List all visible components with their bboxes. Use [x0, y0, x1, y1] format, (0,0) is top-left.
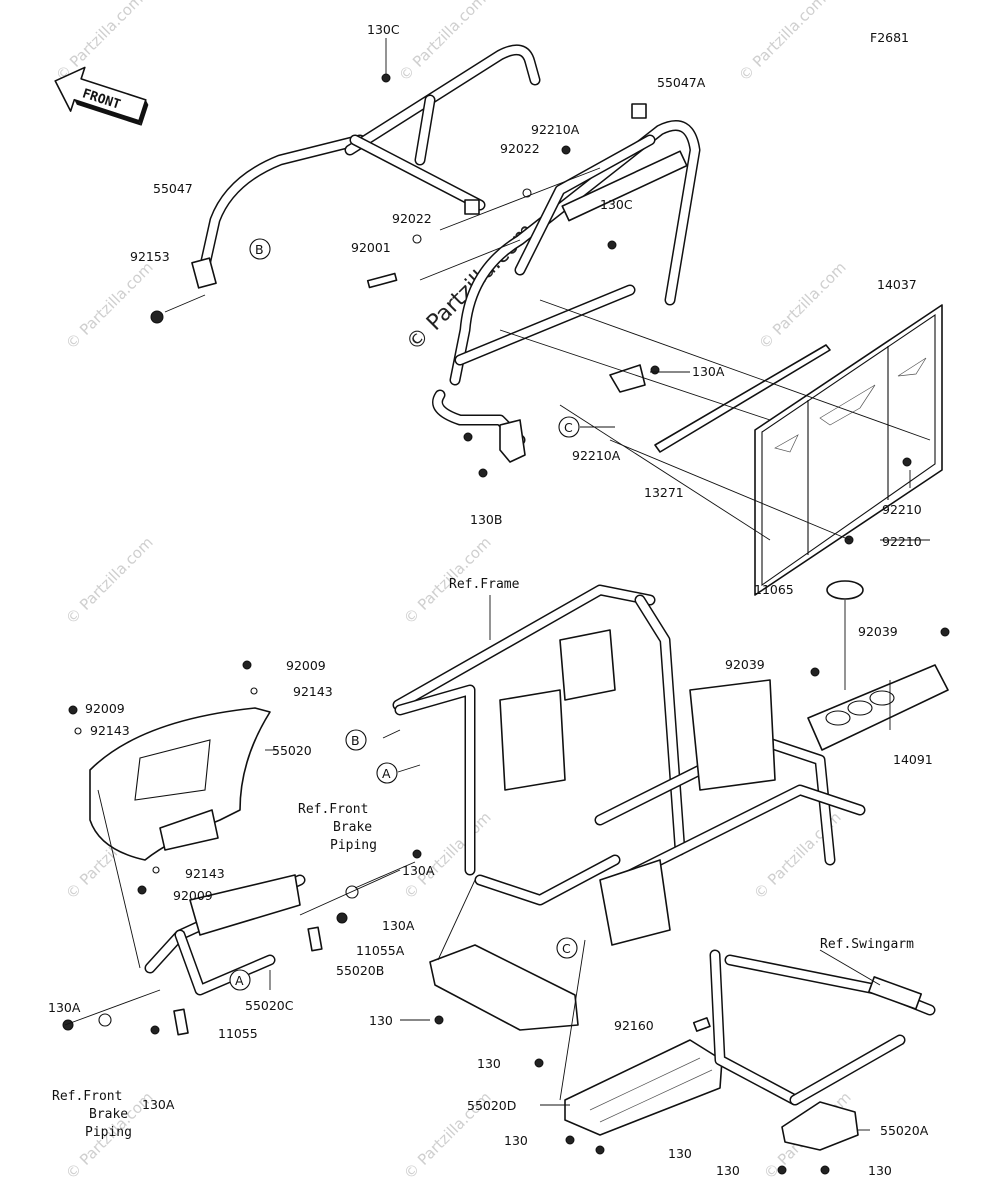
svg-text:A: A [235, 973, 244, 988]
callout-55020d: 55020D [467, 1098, 516, 1113]
ref-frame: Ref.Frame [449, 577, 520, 592]
plate-55020a [781, 1101, 859, 1151]
callout-14091: 14091 [893, 752, 933, 767]
plate-14091 [807, 627, 950, 751]
marker-b-top: B [249, 238, 271, 260]
callout-92210: 92210 [882, 534, 922, 549]
callout-55020c: 55020C [245, 998, 294, 1013]
watermark: © Partzilla.com [62, 533, 157, 628]
callout-55020b: 55020B [336, 963, 384, 978]
callout-92009: 92009 [85, 701, 125, 716]
callout-130: 130 [668, 1146, 692, 1161]
callout-11065: 11065 [754, 582, 794, 597]
svg-text:B: B [351, 733, 360, 748]
callout-92143: 92143 [293, 684, 333, 699]
ref-front-brake-piping: Piping [330, 838, 377, 853]
ref-swingarm: Ref.Swingarm [820, 937, 914, 952]
fasteners-top [150, 73, 912, 545]
plate-55020d [564, 1039, 723, 1136]
callout-92210a: 92210A [531, 122, 580, 137]
callout-130: 130 [369, 1013, 393, 1028]
cap-11065 [826, 580, 864, 600]
callout-11055: 11055 [218, 1026, 258, 1041]
callout-130c: 130C [367, 22, 400, 37]
callout-92039: 92039 [725, 657, 765, 672]
callout-130a: 130A [48, 1000, 81, 1015]
callout-labels: 130C 55047A 92210A 92022 55047 130C 9202… [48, 22, 933, 1178]
callout-13271: 13271 [644, 485, 684, 500]
svg-text:A: A [382, 766, 391, 781]
callout-11055a: 11055A [356, 943, 405, 958]
watermark: © Partzilla.com [52, 0, 147, 85]
watermark: © Partzilla.com [735, 0, 830, 85]
callout-92160: 92160 [614, 1018, 654, 1033]
callout-130a: 130A [402, 863, 435, 878]
marker-b-frame: B [345, 729, 367, 751]
watermark: © Partzilla.com [62, 258, 157, 353]
leaders-lower [64, 595, 891, 1131]
fasteners-lower [62, 660, 830, 1175]
callout-130b: 130B [470, 512, 502, 527]
svg-text:C: C [562, 941, 571, 956]
swingarm [709, 949, 936, 1106]
callout-130c: 130C [600, 197, 633, 212]
ref-front-brake-piping: Ref.Front [52, 1089, 122, 1104]
callout-92039: 92039 [858, 624, 898, 639]
callout-130: 130 [716, 1163, 740, 1178]
callout-55020a: 55020A [880, 1123, 929, 1138]
callout-130a: 130A [382, 918, 415, 933]
callout-130: 130 [477, 1056, 501, 1071]
watermark: © Partzilla.com [755, 258, 850, 353]
leaders-top [164, 38, 931, 541]
svg-text:C: C [564, 420, 573, 435]
callout-92210a: 92210A [572, 448, 621, 463]
frame-assembly [392, 584, 866, 946]
figure-code: F2681 [870, 30, 909, 45]
callout-92001: 92001 [351, 240, 391, 255]
callout-92022: 92022 [500, 141, 540, 156]
marker-a-lower: A [229, 969, 251, 991]
callout-130a: 130A [142, 1097, 175, 1112]
strip-13271 [654, 344, 831, 453]
callout-92009: 92009 [173, 888, 213, 903]
callout-92153: 92153 [130, 249, 170, 264]
callout-92022: 92022 [392, 211, 432, 226]
callout-55047: 55047 [153, 181, 193, 196]
ref-labels: Ref.Frame Ref.Swingarm Ref.Front Brake P… [52, 577, 914, 1140]
marker-c-mid: C [558, 416, 580, 438]
callout-130: 130 [504, 1133, 528, 1148]
callout-130: 130 [868, 1163, 892, 1178]
callout-92143: 92143 [185, 866, 225, 881]
ref-front-brake-piping: Ref.Front [298, 802, 368, 817]
callout-14037: 14037 [877, 277, 917, 292]
ref-front-brake-piping: Piping [85, 1125, 132, 1140]
bracket-55020c [144, 874, 306, 996]
ref-front-brake-piping: Brake [333, 820, 372, 835]
callout-92210: 92210 [882, 502, 922, 517]
marker-c-lower: C [556, 937, 578, 959]
callout-92009: 92009 [286, 658, 326, 673]
ref-front-brake-piping: Brake [89, 1107, 128, 1122]
callout-55020: 55020 [272, 743, 312, 758]
cover-55020 [89, 707, 271, 861]
svg-text:B: B [255, 242, 264, 257]
callout-92143: 92143 [90, 723, 130, 738]
marker-a-frame: A [376, 762, 398, 784]
callout-130a: 130A [692, 364, 725, 379]
plate-55020b [429, 944, 579, 1031]
callout-55047a: 55047A [657, 75, 706, 90]
front-guard-55047 [191, 44, 647, 289]
screen-14037 [754, 304, 943, 596]
bumper-55047a [432, 120, 701, 463]
